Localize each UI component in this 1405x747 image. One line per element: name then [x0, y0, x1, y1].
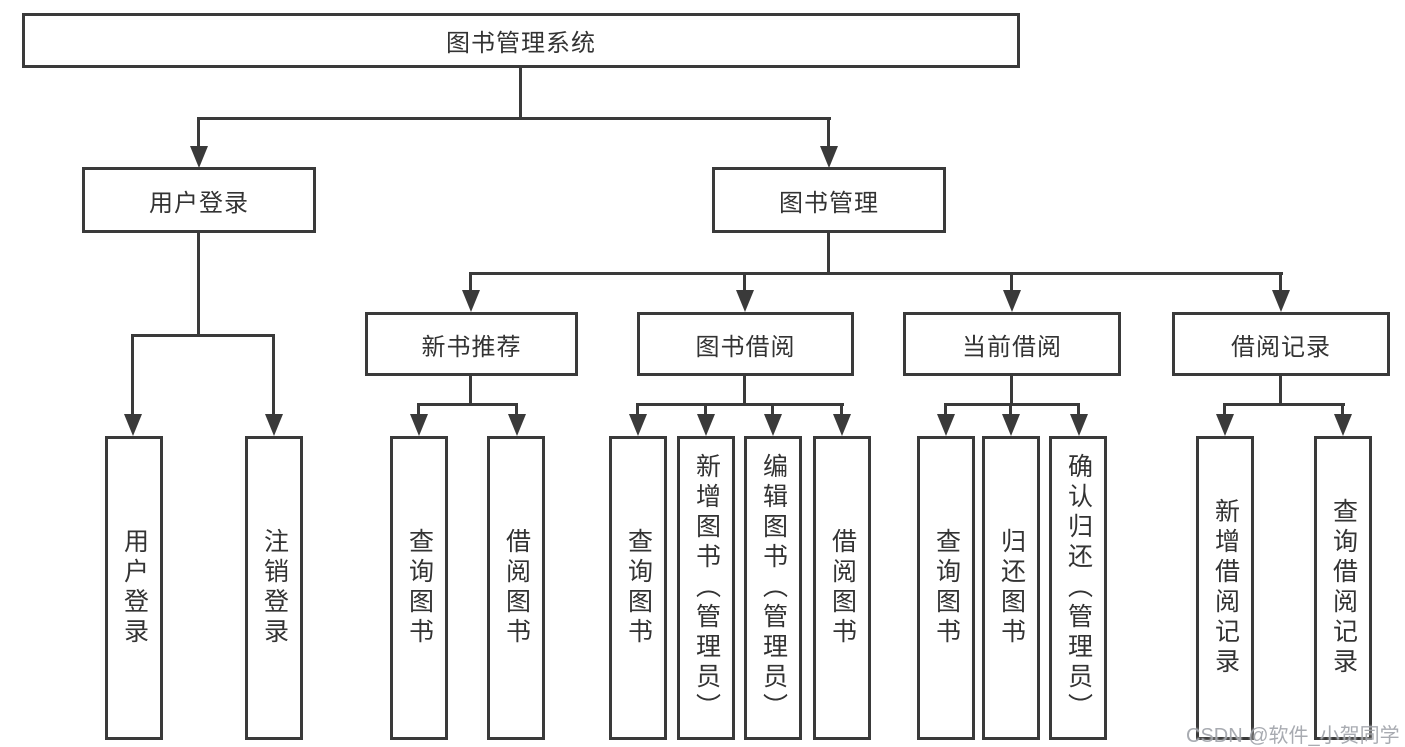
watermark-text: CSDN @软件_小贺同学: [1186, 725, 1400, 747]
connector-user-login-stub: [197, 232, 200, 337]
node-label: 图书管理系统: [446, 30, 596, 57]
arrowhead-borrow-records: [1272, 290, 1290, 312]
connector-book-borrow-stub: [743, 375, 746, 405]
connector-drop: [1223, 403, 1226, 416]
connector-drop: [1077, 403, 1080, 416]
node-new-book-recommend: 新书推荐: [365, 312, 578, 376]
arrowhead: [697, 414, 715, 436]
arrowhead: [1002, 414, 1020, 436]
connector-root-span: [197, 117, 831, 120]
connector-book-borrow-span: [636, 403, 844, 406]
node-label: 归还图书: [997, 528, 1026, 648]
arrowhead: [410, 414, 428, 436]
arrowhead-leaf-logout: [265, 414, 283, 436]
connector-current-borrow-span: [944, 403, 1080, 406]
leaf-borrow-books-recommend: 借阅图书: [487, 436, 545, 740]
connector-book-management-stub: [827, 232, 830, 273]
node-borrow-records: 借阅记录: [1172, 312, 1390, 376]
leaf-return-book: 归还图书: [982, 436, 1040, 740]
connector-drop: [515, 403, 518, 416]
connector-user-login-span: [131, 334, 275, 337]
connector-level2-span: [469, 272, 1283, 275]
arrowhead-leaf-login: [124, 414, 142, 436]
arrowhead-book-borrow: [736, 290, 754, 312]
leaf-query-borrow-record: 查询借阅记录: [1314, 436, 1372, 740]
connector-drop-book-borrow: [743, 272, 746, 291]
node-label: 图书管理: [779, 189, 879, 217]
node-label: 新书推荐: [421, 333, 522, 361]
connector-drop: [1341, 403, 1344, 416]
connector-new-book-span: [417, 403, 518, 406]
node-label: 注销登录: [260, 528, 289, 648]
leaf-query-books-current: 查询图书: [917, 436, 975, 740]
connector-drop: [771, 403, 774, 416]
arrowhead-new-book: [462, 290, 480, 312]
arrowhead-current-borrow: [1003, 290, 1021, 312]
leaf-logout: 注销登录: [245, 436, 303, 740]
node-label: 编辑图书（管理员）: [759, 453, 788, 723]
arrowhead-book-management: [820, 146, 838, 168]
leaf-confirm-return-admin: 确认归还（管理员）: [1049, 436, 1107, 740]
leaf-borrow-books: 借阅图书: [813, 436, 871, 740]
connector-drop-book-management: [827, 117, 830, 148]
connector-drop-current-borrow: [1010, 272, 1013, 291]
node-label: 查询借阅记录: [1329, 498, 1358, 678]
arrowhead: [1334, 414, 1352, 436]
arrowhead-user-login: [190, 146, 208, 168]
node-label: 查询图书: [624, 528, 653, 648]
connector-new-book-stub: [469, 375, 472, 405]
connector-drop-user-login: [197, 117, 200, 148]
arrowhead: [937, 414, 955, 436]
arrowhead: [508, 414, 526, 436]
connector-drop: [944, 403, 947, 416]
leaf-add-book-admin: 新增图书（管理员）: [677, 436, 735, 740]
node-label: 借阅图书: [828, 528, 857, 648]
connector-drop-leaf-login: [131, 334, 134, 415]
connector-borrow-records-stub: [1279, 375, 1282, 405]
connector-drop: [636, 403, 639, 416]
connector-drop: [840, 403, 843, 416]
node-label: 新增图书（管理员）: [692, 453, 721, 723]
node-current-borrow: 当前借阅: [903, 312, 1121, 376]
node-label: 图书借阅: [695, 333, 796, 361]
connector-drop: [704, 403, 707, 416]
connector-drop-leaf-logout: [272, 334, 275, 415]
node-label: 用户登录: [120, 528, 149, 648]
node-label: 借阅图书: [502, 528, 531, 648]
node-user-login: 用户登录: [82, 167, 316, 233]
node-book-borrow: 图书借阅: [637, 312, 854, 376]
leaf-user-login: 用户登录: [105, 436, 163, 740]
connector-drop: [1009, 403, 1012, 416]
arrowhead: [833, 414, 851, 436]
leaf-edit-book-admin: 编辑图书（管理员）: [744, 436, 802, 740]
node-label: 当前借阅: [962, 333, 1062, 361]
connector-drop-new-book: [469, 272, 472, 291]
leaf-query-books-recommend: 查询图书: [390, 436, 448, 740]
arrowhead: [1216, 414, 1234, 436]
connector-drop: [417, 403, 420, 416]
arrowhead: [1070, 414, 1088, 436]
connector-root-stub: [519, 66, 522, 118]
node-label: 查询图书: [932, 528, 961, 648]
node-label: 用户登录: [149, 189, 249, 217]
node-book-management: 图书管理: [712, 167, 946, 233]
node-label: 借阅记录: [1231, 333, 1331, 361]
arrowhead: [629, 414, 647, 436]
connector-current-borrow-stub: [1010, 375, 1013, 405]
node-label: 查询图书: [405, 528, 434, 648]
node-label: 确认归还（管理员）: [1064, 453, 1093, 723]
connector-borrow-records-span: [1223, 403, 1345, 406]
leaf-add-borrow-record: 新增借阅记录: [1196, 436, 1254, 740]
arrowhead: [764, 414, 782, 436]
node-label: 新增借阅记录: [1211, 498, 1240, 678]
connector-drop-borrow-records: [1279, 272, 1282, 291]
node-system-root: 图书管理系统: [22, 13, 1020, 68]
leaf-query-books-borrow: 查询图书: [609, 436, 667, 740]
